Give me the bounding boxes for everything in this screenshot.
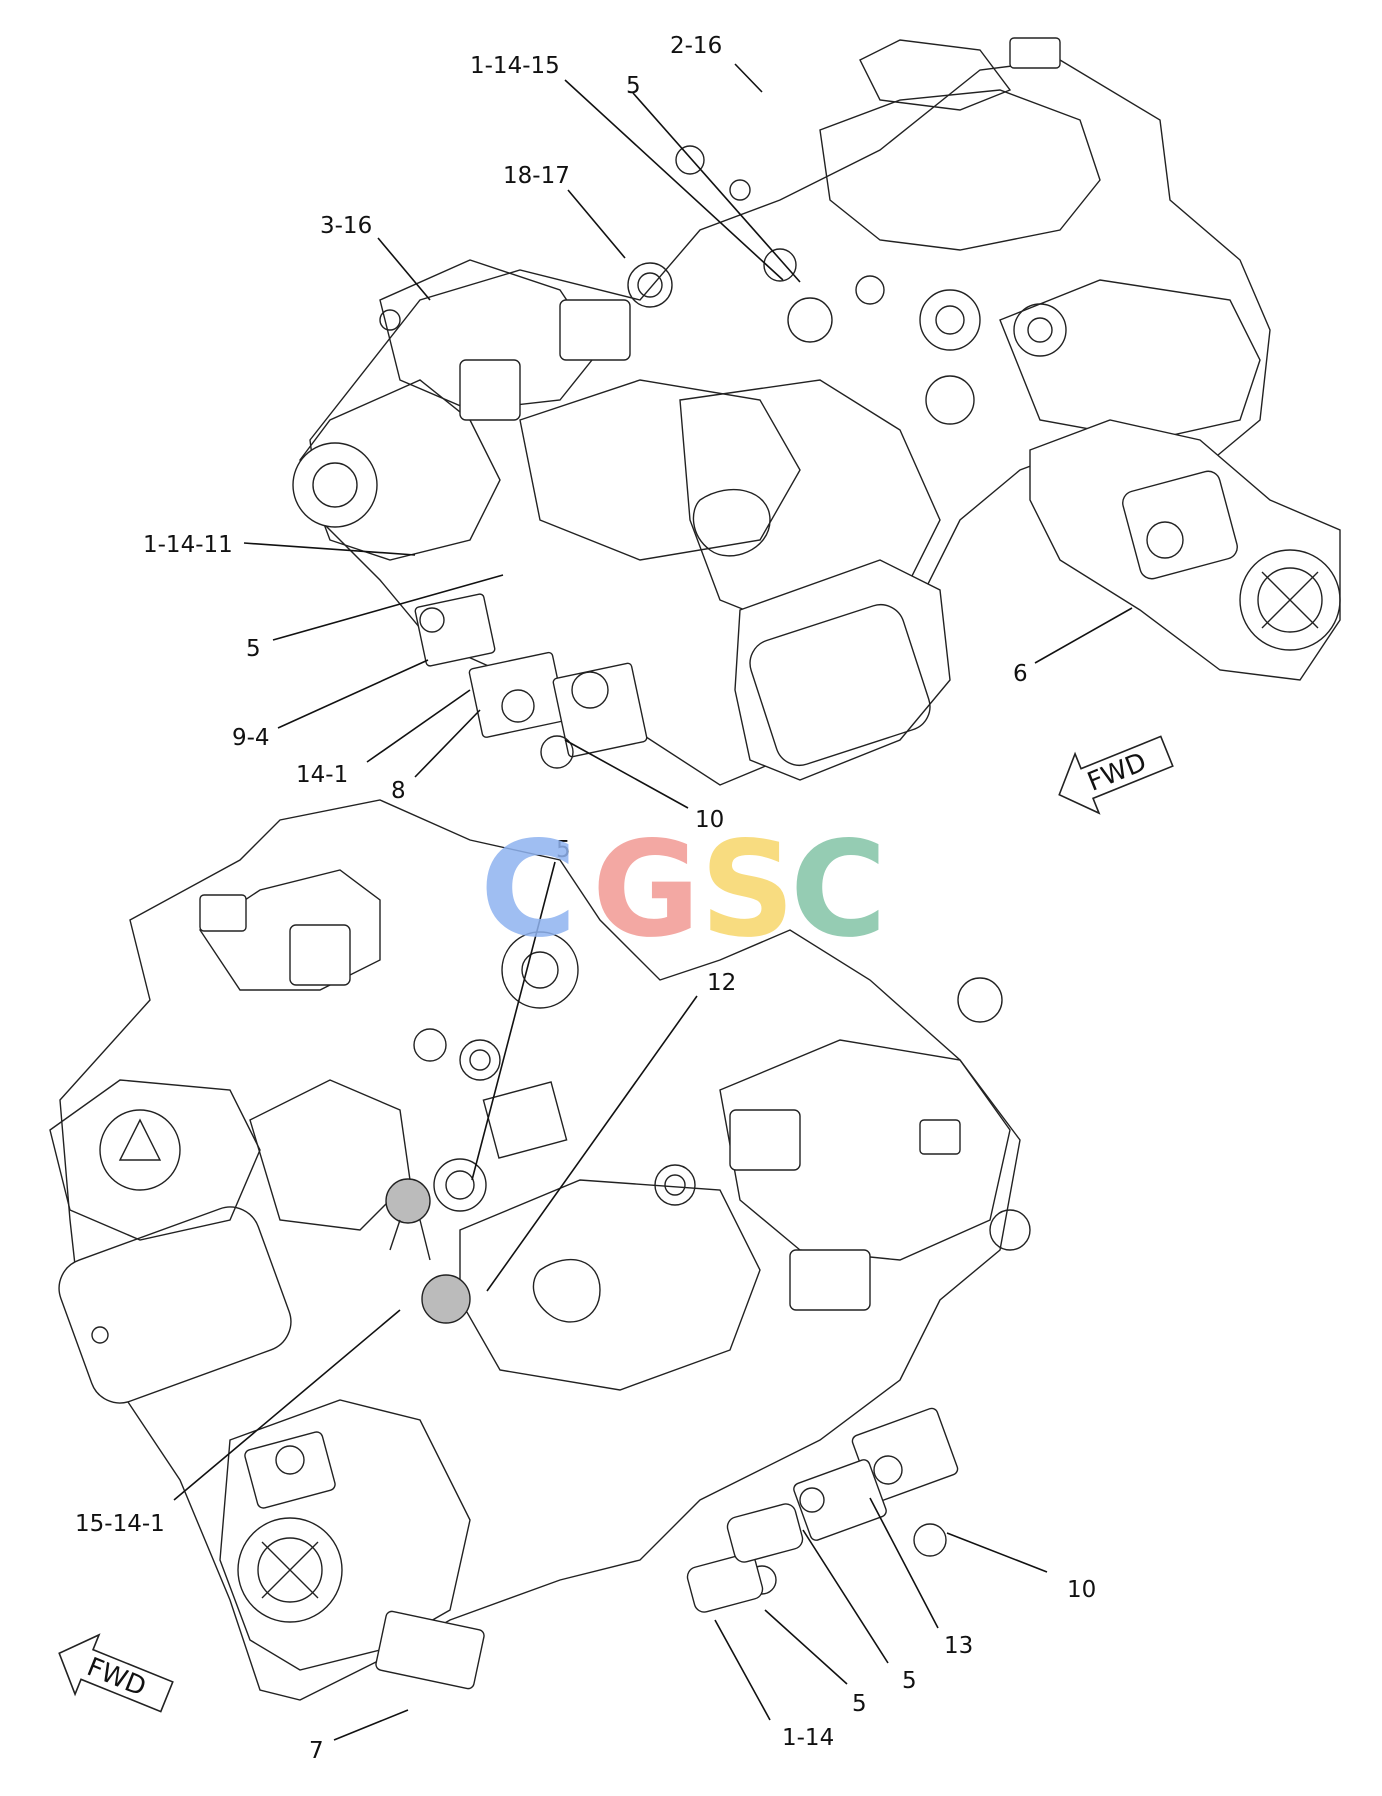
callout-1-14-11: 1-14-11 xyxy=(143,532,233,558)
fwd-arrow-bottom: FWD xyxy=(58,1633,174,1713)
callout-5-bottom-a: 5 xyxy=(556,837,571,863)
top-pump-assembly xyxy=(292,37,1341,786)
callout-18-17: 18-17 xyxy=(503,163,570,189)
callout-5-bottom-c: 5 xyxy=(852,1691,867,1717)
callout-8: 8 xyxy=(391,778,406,804)
callout-5-top-b: 5 xyxy=(246,636,261,662)
watermark-letter-s: S xyxy=(700,813,795,967)
fwd-arrow-top: FWD xyxy=(1058,735,1174,815)
callout-7: 7 xyxy=(309,1738,324,1764)
cgsc-watermark: C G S C xyxy=(480,813,887,967)
top-callouts: 1-14-15 2-16 5 18-17 3-16 1-14-11 5 9-4 … xyxy=(143,33,1028,833)
callout-5-bottom-b: 5 xyxy=(902,1668,917,1694)
callout-6: 6 xyxy=(1013,661,1028,687)
callout-1-14-15: 1-14-15 xyxy=(470,53,560,79)
callout-10-bottom: 10 xyxy=(1067,1577,1096,1603)
watermark-letter-c2: C xyxy=(790,813,887,967)
callout-14-1: 14-1 xyxy=(296,762,348,788)
callout-9-4: 9-4 xyxy=(232,725,270,751)
callout-10-top: 10 xyxy=(695,807,724,833)
leader-lines xyxy=(173,63,1133,1741)
callout-13: 13 xyxy=(944,1633,973,1659)
callout-1-14: 1-14 xyxy=(782,1725,834,1751)
bottom-callouts: 5 12 15-14-1 10 13 5 5 1-14 7 xyxy=(75,837,1096,1764)
watermark-letter-c1: C xyxy=(480,813,577,967)
callout-2-16: 2-16 xyxy=(670,33,722,59)
callout-5-top-a: 5 xyxy=(626,73,641,99)
bottom-pump-assembly xyxy=(49,799,1031,1701)
watermark-letter-g: G xyxy=(592,813,700,967)
callout-3-16: 3-16 xyxy=(320,213,372,239)
callout-12: 12 xyxy=(707,970,736,996)
callout-15-14-1: 15-14-1 xyxy=(75,1511,165,1537)
